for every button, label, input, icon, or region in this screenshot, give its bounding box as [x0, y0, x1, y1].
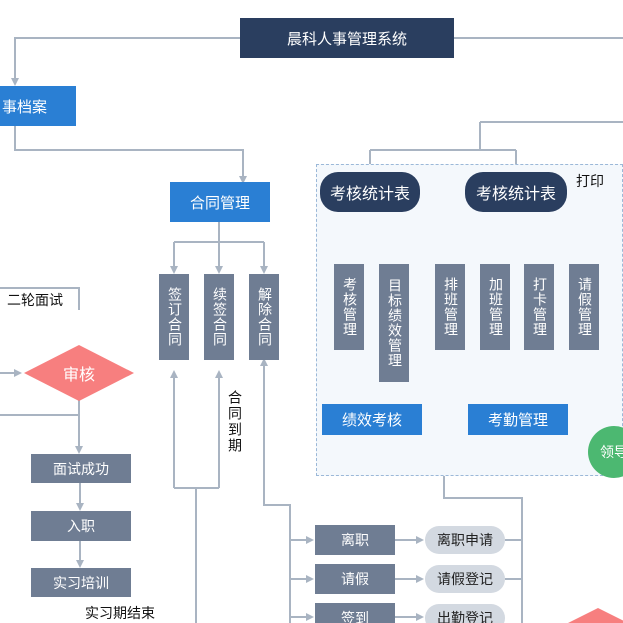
target-performance-box: 目标绩效管理 — [379, 264, 409, 382]
resign-box: 离职 — [315, 525, 395, 555]
leave-management-box: 请假管理 — [569, 264, 599, 350]
left-stats-title: 考核统计表 — [320, 172, 420, 212]
review-diamond — [24, 345, 134, 401]
leave-box: 请假 — [315, 564, 395, 594]
contract-sign-box: 签订合同 — [159, 274, 189, 360]
assessment-management-box: 考核管理 — [334, 264, 364, 350]
print-label: 打印 — [576, 174, 604, 190]
right-stats-title: 考核统计表 — [465, 172, 567, 212]
intern-end-label: 实习期结束 — [85, 606, 155, 622]
system-title: 晨科人事管理系统 — [240, 18, 454, 58]
intern-training-box: 实习培训 — [31, 568, 131, 597]
performance-review-box: 绩效考核 — [322, 404, 422, 435]
attendance-management-box: 考勤管理 — [468, 404, 568, 435]
contract-renew-box: 续签合同 — [204, 274, 234, 360]
second-interview-label: 二轮面试 — [7, 293, 63, 309]
shift-management-box: 排班管理 — [435, 264, 465, 350]
onboard-box: 入职 — [31, 511, 131, 541]
resign-application-pill: 离职申请 — [425, 526, 505, 554]
contract-management-box: 合同管理 — [170, 182, 270, 222]
archive-box: 事档案 — [0, 86, 76, 126]
review-label: 审核 — [62, 365, 95, 384]
clock-in-management-box: 打卡管理 — [524, 264, 554, 350]
sign-in-box: 签到 — [315, 603, 395, 623]
overtime-management-box: 加班管理 — [480, 264, 510, 350]
leader-circle: 领导 — [588, 426, 623, 478]
contract-expire-note: 合同到期 — [226, 390, 242, 454]
contract-terminate-box: 解除合同 — [249, 274, 279, 360]
bottom-diamond — [568, 608, 623, 623]
leave-register-pill: 请假登记 — [425, 565, 505, 593]
interview-success-box: 面试成功 — [31, 454, 131, 483]
attendance-register-pill: 出勤登记 — [425, 604, 505, 623]
